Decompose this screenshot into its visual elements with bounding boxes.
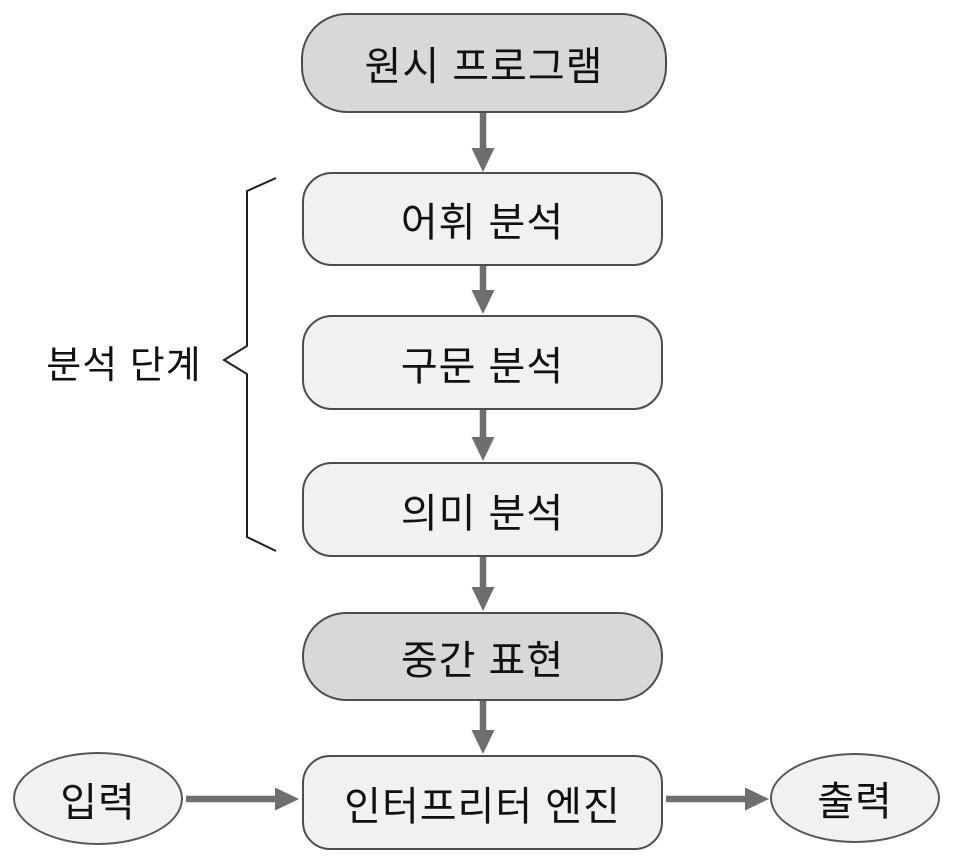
node-syntax-analysis: 구문 분석 [302,315,663,410]
analysis-phase-brace [222,177,277,552]
node-output: 출력 [770,753,940,843]
arrow-input-to-engine [186,787,299,811]
node-semantic-analysis-label: 의미 분석 [400,491,565,536]
arrow-lexical-to-syntax [471,266,495,314]
arrow-syntax-to-semantic [471,410,495,461]
node-syntax-analysis-label: 구문 분석 [400,344,565,389]
node-output-label: 출력 [817,780,893,824]
node-interpreter-engine-label: 인터프리터 엔진 [344,784,621,829]
node-intermediate-representation-label: 중간 표현 [400,638,565,683]
node-input: 입력 [13,752,183,845]
node-semantic-analysis: 의미 분석 [302,462,663,557]
node-interpreter-engine: 인터프리터 엔진 [302,755,663,850]
node-intermediate-representation: 중간 표현 [302,612,663,701]
arrow-intermediate-to-engine [471,701,495,754]
analysis-phase-label: 분석 단계 [46,345,202,387]
node-input-label: 입력 [60,780,136,825]
node-lexical-analysis-label: 어휘 분석 [400,201,565,245]
arrow-engine-to-output [666,787,769,811]
node-source-program-label: 원시 프로그램 [364,45,604,89]
node-source-program: 원시 프로그램 [301,13,667,113]
arrow-semantic-to-intermediate [471,557,495,611]
node-lexical-analysis: 어휘 분석 [302,172,663,266]
arrow-source-to-lexical [471,113,495,172]
